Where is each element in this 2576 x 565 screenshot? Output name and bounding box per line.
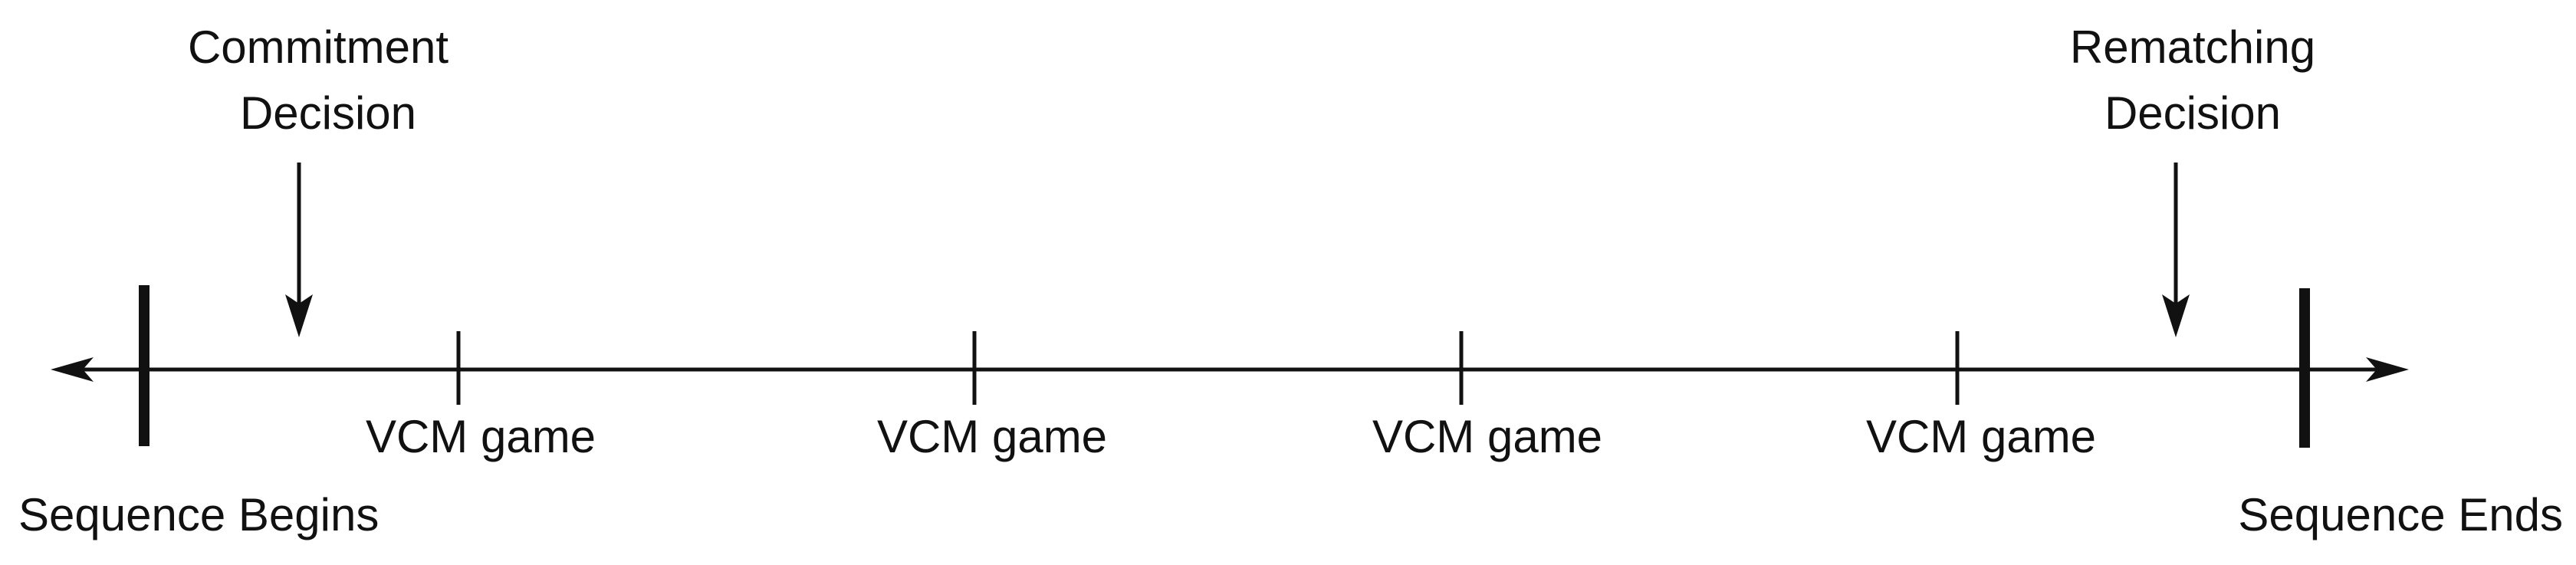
rematching-decision-label-line2: Decision	[2104, 87, 2281, 139]
game-tick-3: VCM game	[1372, 331, 1602, 462]
rematching-decision-label-line1: Rematching	[2070, 21, 2315, 73]
game-tick-2: VCM game	[877, 331, 1107, 462]
timeline-left-arrowhead	[51, 357, 94, 382]
rematching-decision-arrowhead	[2162, 294, 2190, 337]
commitment-decision-arrowhead	[285, 294, 313, 337]
sequence-ends-label: Sequence Ends	[2238, 489, 2563, 540]
commitment-decision: Commitment Decision	[188, 21, 449, 337]
game-tick-1: VCM game	[366, 331, 596, 462]
game-tick-label: VCM game	[1372, 411, 1602, 462]
game-tick-4: VCM game	[1866, 331, 2096, 462]
timeline-right-arrowhead	[2366, 357, 2409, 382]
commitment-decision-label-line1: Commitment	[188, 21, 449, 73]
commitment-decision-label-line2: Decision	[240, 87, 416, 139]
game-tick-label: VCM game	[366, 411, 596, 462]
game-tick-label: VCM game	[877, 411, 1107, 462]
rematching-decision: Rematching Decision	[2070, 21, 2315, 337]
sequence-begins-label: Sequence Begins	[18, 489, 379, 540]
game-tick-label: VCM game	[1866, 411, 2096, 462]
